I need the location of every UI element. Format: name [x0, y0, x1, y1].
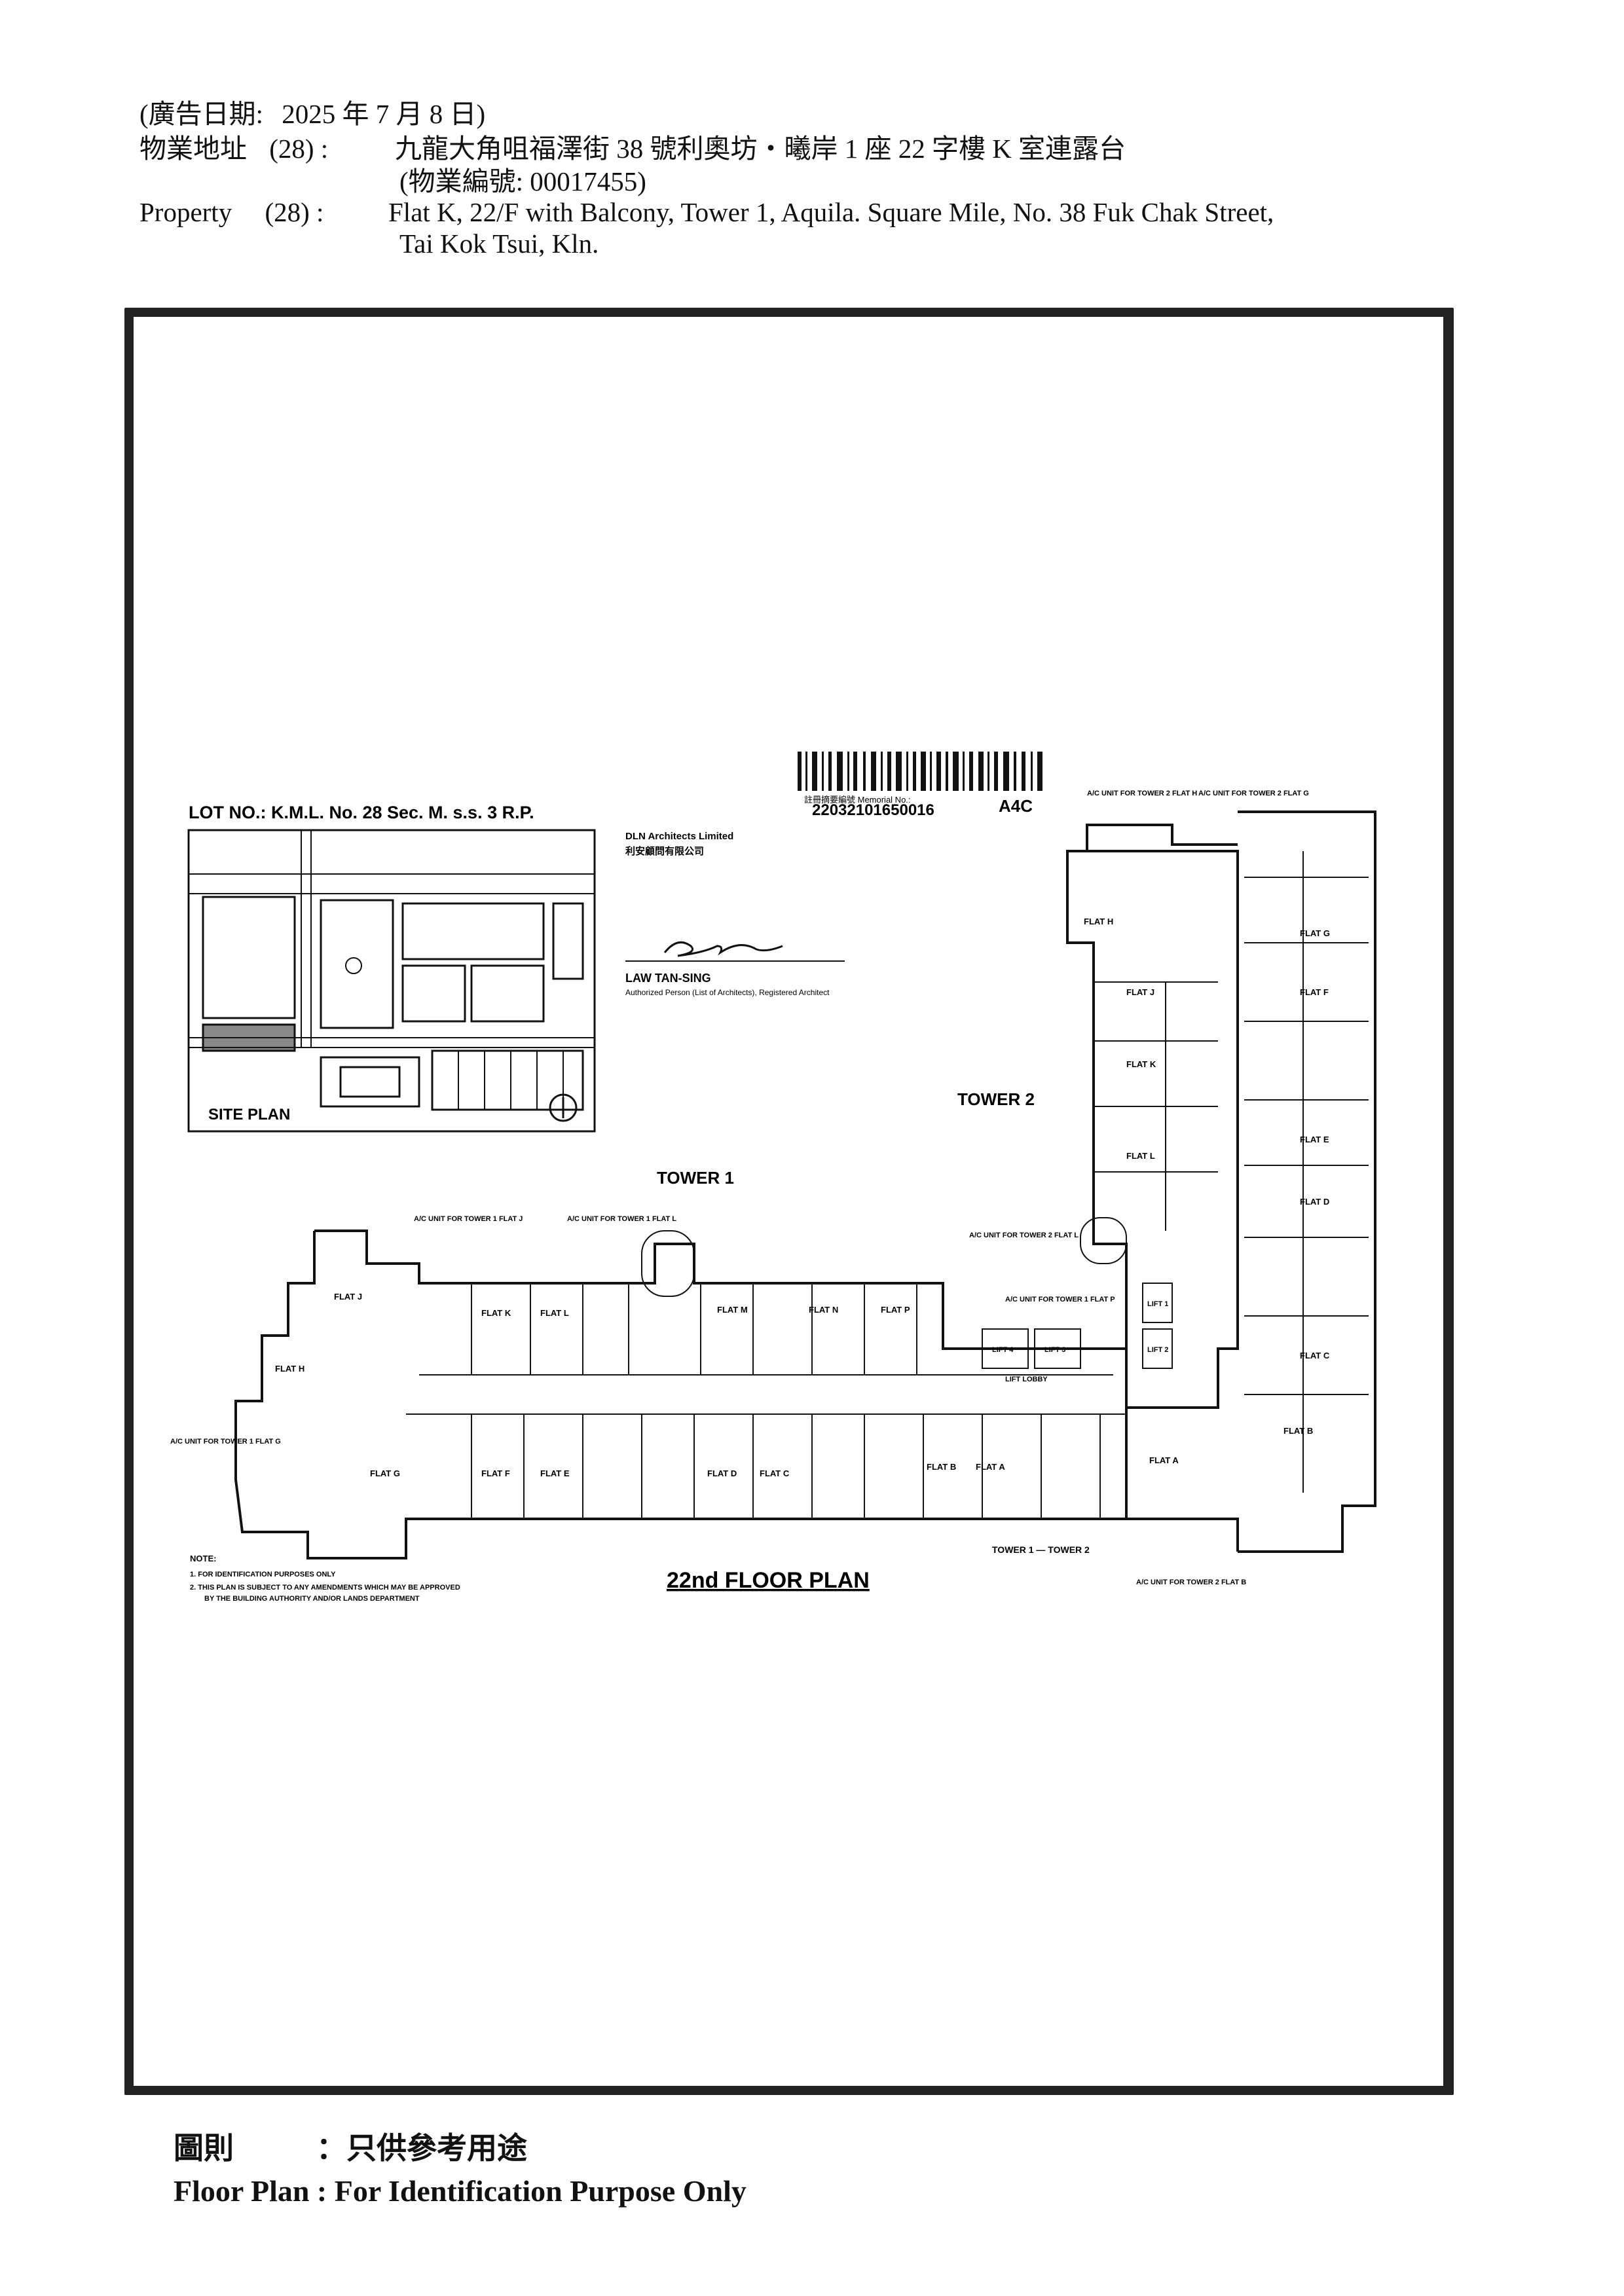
flat-t2-f: FLAT F [1300, 987, 1329, 997]
ac-t1-p: A/C UNIT FOR TOWER 1 FLAT P [1005, 1296, 1115, 1303]
tower2-rooms [1080, 851, 1369, 1493]
flat-t1-g: FLAT G [370, 1468, 400, 1478]
flat-t1-l: FLAT L [540, 1308, 569, 1318]
flat-t2-d: FLAT D [1300, 1197, 1329, 1207]
signatory-title: Authorized Person (List of Architects), … [625, 988, 830, 997]
site-plan [187, 829, 596, 1133]
property-line1: Flat K, 22/F with Balcony, Tower 1, Aqui… [388, 197, 1274, 227]
flat-t1-d: FLAT D [707, 1468, 737, 1478]
address-cn-label: 物業地址 [139, 134, 247, 164]
form-code: A4C [999, 796, 1033, 816]
barcode [798, 752, 1043, 791]
tower2-flat-labels: FLAT H FLAT J FLAT K FLAT L FLAT G FLAT … [1084, 917, 1330, 1465]
flat-t2-e: FLAT E [1300, 1135, 1329, 1144]
address-cn-no: (28) : [269, 134, 329, 164]
flat-t1-a: FLAT A [976, 1462, 1005, 1472]
memorial-label: 註冊摘要編號 Memorial No.: [804, 795, 911, 805]
flat-t1-b: FLAT B [927, 1462, 956, 1472]
flat-t2-h: FLAT H [1084, 917, 1113, 926]
flat-t2-k: FLAT K [1126, 1059, 1156, 1069]
note-1: 1. FOR IDENTIFICATION PURPOSES ONLY [190, 1571, 336, 1578]
flat-t1-h: FLAT H [275, 1364, 304, 1374]
property-no-label: (28) : [265, 197, 324, 227]
flat-t1-p: FLAT P [881, 1305, 910, 1315]
note-2b: BY THE BUILDING AUTHORITY AND/OR LANDS D… [204, 1595, 420, 1603]
signatory-name: LAW TAN-SING [625, 972, 711, 985]
note-title: NOTE: [190, 1554, 216, 1563]
flat-t1-k: FLAT K [481, 1308, 511, 1318]
ac-t2-g: A/C UNIT FOR TOWER 2 FLAT G [1198, 790, 1309, 797]
property-line2: Tai Kok Tsui, Kln. [399, 228, 599, 259]
flat-t1-e: FLAT E [540, 1468, 570, 1478]
property-no: (物業編號: 00017455) [399, 166, 646, 196]
lift-4: LIFT 4 [992, 1346, 1014, 1354]
floor-plan-title: 22nd FLOOR PLAN [667, 1568, 870, 1593]
site-plan-label: SITE PLAN [208, 1106, 290, 1123]
ac-t2-h: A/C UNIT FOR TOWER 2 FLAT H [1087, 790, 1197, 797]
ad-date: (廣告日期: 2025 年 7 月 8 日) [139, 92, 485, 131]
lift-1: LIFT 1 [1147, 1300, 1168, 1308]
address-cn: 物業地址 (28) : 九龍大角咀福澤街 38 號利奧坊・曦岸 1 座 22 字… [139, 126, 1126, 166]
tower2-label: TOWER 2 [957, 1089, 1035, 1109]
property-label: Property [139, 197, 232, 227]
flat-t1-j: FLAT J [334, 1292, 362, 1302]
tower-divider: TOWER 1 — TOWER 2 [992, 1544, 1090, 1555]
flat-t1-f: FLAT F [481, 1468, 510, 1478]
tower2-outline [1066, 811, 1376, 1553]
flat-t2-g: FLAT G [1300, 928, 1330, 938]
flat-t1-m: FLAT M [717, 1305, 748, 1315]
flat-t2-c: FLAT C [1300, 1351, 1330, 1360]
lift-2: LIFT 2 [1147, 1346, 1168, 1354]
tower1-label: TOWER 1 [657, 1168, 734, 1188]
ac-t1-l: A/C UNIT FOR TOWER 1 FLAT L [567, 1215, 676, 1223]
ac-t2-b: A/C UNIT FOR TOWER 2 FLAT B [1136, 1578, 1246, 1586]
ac-unit-labels: A/C UNIT FOR TOWER 2 FLAT H A/C UNIT FOR… [170, 790, 1309, 1586]
architect-firm-en: DLN Architects Limited [625, 831, 733, 842]
footer-cn: 圖則 ：只供參考用途 [174, 2124, 527, 2168]
property-en: Property (28) : Flat K, 22/F with Balcon… [139, 196, 1274, 228]
signature [663, 941, 783, 957]
tower1-rooms [406, 1230, 1126, 1519]
tower1-flat-labels: FLAT J FLAT K FLAT L FLAT M FLAT N FLAT … [275, 1292, 1005, 1478]
lot-number: LOT NO.: K.M.L. No. 28 Sec. M. s.s. 3 R.… [189, 803, 534, 822]
architect-firm-cn: 利安顧問有限公司 [625, 845, 704, 857]
flat-t2-b: FLAT B [1283, 1426, 1313, 1436]
footer-cn-label: 圖則 [174, 2130, 234, 2166]
lift-labels: LIFT 1 LIFT 2 LIFT 3 LIFT 4 LIFT LOBBY [992, 1300, 1168, 1383]
flat-t2-l: FLAT L [1126, 1151, 1155, 1161]
footer-cn-value: ：只供參考用途 [316, 2130, 528, 2166]
barcode-number: 22032101650016 [812, 801, 934, 819]
flat-t2-a: FLAT A [1149, 1455, 1179, 1465]
flat-t1-c: FLAT C [760, 1468, 790, 1478]
address-cn-value: 九龍大角咀福澤街 38 號利奧坊・曦岸 1 座 22 字樓 K 室連露台 [395, 134, 1126, 164]
lift-3: LIFT 3 [1044, 1346, 1065, 1354]
ac-t2-l: A/C UNIT FOR TOWER 2 FLAT L [969, 1231, 1079, 1239]
plan-inner-frame [131, 316, 1445, 2087]
ac-t1-g: A/C UNIT FOR TOWER 1 FLAT G [170, 1438, 281, 1446]
ad-date-value: 2025 年 7 月 8 日) [282, 99, 486, 129]
note-2: 2. THIS PLAN IS SUBJECT TO ANY AMENDMENT… [190, 1584, 460, 1592]
ad-date-label: (廣告日期: [139, 99, 264, 129]
lift-lobby: LIFT LOBBY [1005, 1376, 1048, 1383]
flat-t2-j: FLAT J [1126, 987, 1154, 997]
footer-en: Floor Plan : For Identification Purpose … [174, 2174, 747, 2208]
ac-t1-j: A/C UNIT FOR TOWER 1 FLAT J [414, 1215, 523, 1223]
flat-t1-n: FLAT N [809, 1305, 838, 1315]
tower1-outline [234, 1230, 1239, 1559]
